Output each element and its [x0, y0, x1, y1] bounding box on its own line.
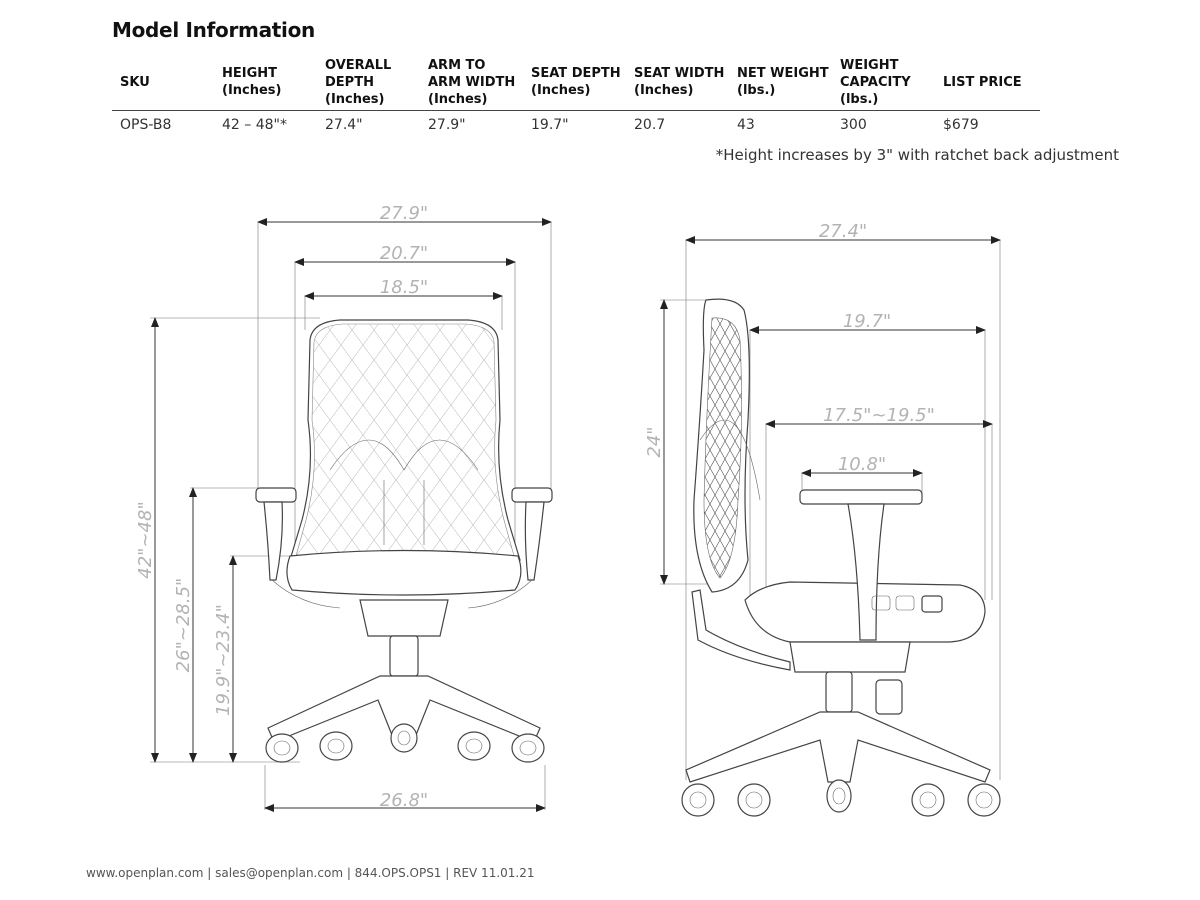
column-header-line: (Inches) [222, 83, 282, 98]
side-view: 27.4" 19.7" 17.5"~19.5" 10.8" 24" [644, 221, 1001, 817]
side-gas-cylinder [825, 671, 853, 713]
side-overall-depth-label: 27.4" [819, 221, 867, 242]
column-header-line: SKU [120, 74, 150, 90]
column-header: SEAT WIDTH (Inches) [626, 54, 729, 111]
front-seat [286, 549, 522, 596]
column-header-line: OVERALL [325, 57, 392, 73]
column-header-line: ARM TO [428, 57, 486, 73]
column-header: HEIGHT (Inches) [214, 54, 317, 111]
column-header: SKU [112, 54, 214, 111]
front-armrest-left [255, 487, 297, 503]
side-seat-depth-range-label: 17.5"~19.5" [823, 405, 935, 426]
column-header-line: (lbs.) [840, 91, 879, 107]
page-footer: www.openplan.com | sales@openplan.com | … [86, 866, 535, 880]
front-armrest-right [511, 487, 553, 503]
side-star-base [685, 711, 991, 783]
side-casters [681, 779, 1001, 817]
front-overall-height-label: 42"~48" [135, 501, 156, 578]
table-cell: 300 [840, 117, 867, 133]
table-cell: 42 – 48"* [222, 117, 287, 133]
column-header-line: (Inches) [325, 91, 385, 107]
column-header-line: HEIGHT [222, 66, 278, 81]
column-header-line: (Inches) [634, 83, 694, 98]
front-overall-width-label: 27.9" [380, 203, 428, 224]
column-header-line: CAPACITY [840, 74, 911, 90]
column-header: NET WEIGHT (lbs.) [729, 54, 832, 111]
front-casters [265, 723, 545, 763]
column-header-line: WEIGHT [840, 57, 899, 73]
front-gas-cylinder [389, 635, 419, 677]
table-cell: OPS-B8 [120, 117, 172, 133]
side-seat-depth-label: 19.7" [843, 311, 891, 332]
height-footnote: *Height increases by 3" with ratchet bac… [715, 146, 1119, 164]
column-header-line: SEAT DEPTH [531, 66, 621, 81]
column-header-line: DEPTH [325, 74, 374, 90]
column-header-line: (lbs.) [737, 83, 776, 98]
table-cell: $679 [943, 117, 979, 133]
side-arm-depth-label: 10.8" [838, 454, 886, 475]
front-back-width-label: 18.5" [380, 277, 428, 298]
table-cell: 19.7" [531, 117, 569, 133]
table-row: OPS-B8 42 – 48"* 27.4" 27.9" 19.7" 20.7 43 300 $… [112, 111, 1040, 133]
column-header-line: ARM WIDTH [428, 74, 516, 90]
side-armrest [799, 489, 923, 505]
front-view: 27.9" 20.7" 18.5" 26.8" 42"~48" 26"~28.5… [135, 203, 553, 812]
column-header-line: NET WEIGHT [737, 66, 829, 81]
table-cell: 20.7 [634, 117, 666, 133]
column-header-line: (Inches) [428, 91, 488, 107]
side-back-height-label: 24" [644, 426, 665, 457]
front-seat-height-label: 19.9"~23.4" [213, 604, 234, 716]
column-header: LIST PRICE [935, 54, 1040, 111]
front-arm-height-label: 26"~28.5" [173, 578, 194, 673]
column-header-line: LIST PRICE [943, 74, 1022, 90]
front-base-width-label: 26.8" [380, 790, 428, 811]
table-cell: 27.4" [325, 117, 363, 133]
column-header: SEAT DEPTH (Inches) [523, 54, 626, 111]
front-seat-width-label: 20.7" [380, 243, 428, 264]
table-cell: 43 [737, 117, 755, 133]
column-header-line: SEAT WIDTH [634, 66, 725, 81]
page-title: Model Information [112, 18, 315, 42]
column-header-line: (Inches) [531, 83, 591, 98]
table-cell: 27.9" [428, 117, 466, 133]
